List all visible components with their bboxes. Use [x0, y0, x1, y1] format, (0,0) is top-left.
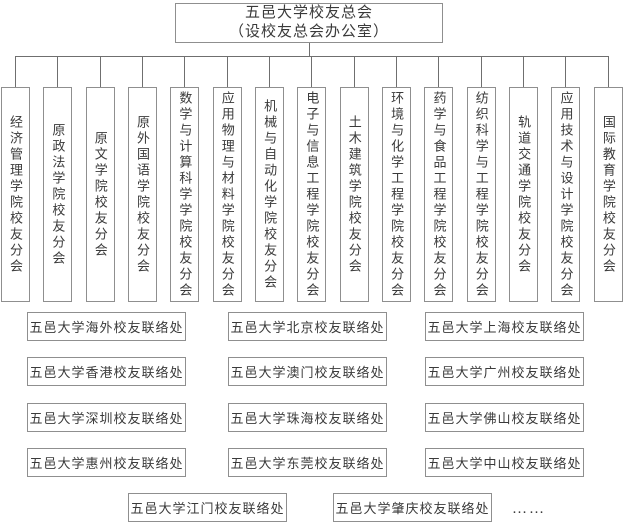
branch-box: 纺织科学与工程学院校友分会 — [466, 87, 496, 302]
root-node: 五邑大学校友总会 （设校友总会办公室） — [175, 3, 443, 43]
liaison-box: 五邑大学江门校友联络处 — [128, 493, 287, 522]
branch-label: 机械与自动化学院校友分会 — [262, 98, 278, 291]
branch-label: 经济管理学院校友分会 — [8, 114, 23, 275]
branch-label: 应用技术与设计学院校友分会 — [558, 90, 574, 299]
connector-stub — [353, 56, 355, 87]
liaison-label: 五邑大学东莞校友联络处 — [230, 456, 385, 471]
branch-node: 经济管理学院校友分会 — [1, 56, 30, 302]
liaison-label: 五邑大学香港校友联络处 — [29, 365, 184, 380]
liaison-label: 五邑大学佛山校友联络处 — [427, 411, 582, 426]
connector-stub — [311, 56, 313, 87]
branch-node: 原文学院校友分会 — [85, 56, 115, 302]
connector-stub — [57, 56, 59, 87]
liaison-box: 五邑大学海外校友联络处 — [27, 312, 186, 341]
branch-label: 纺织科学与工程学院校友分会 — [473, 90, 489, 299]
root-title-line2: （设校友总会办公室） — [228, 24, 389, 40]
liaison-box: 五邑大学东莞校友联络处 — [228, 448, 387, 477]
branch-node: 应用技术与设计学院校友分会 — [551, 56, 581, 302]
connector-stub — [184, 56, 186, 87]
branch-node: 电子与信息工程学院校友分会 — [297, 56, 327, 302]
branch-box: 土木建筑学院校友分会 — [339, 87, 369, 302]
branch-box: 原文学院校友分会 — [85, 87, 115, 302]
branch-box: 轨道交通学院校友分会 — [509, 87, 539, 302]
liaison-label: 五邑大学深圳校友联络处 — [29, 411, 184, 426]
branch-box: 应用物理与材料学院校友分会 — [212, 87, 242, 302]
connector-stub — [99, 56, 101, 87]
liaison-box: 五邑大学中山校友联络处 — [425, 448, 584, 477]
connector-stub — [523, 56, 525, 87]
branch-box: 原外国语学院校友分会 — [128, 87, 158, 302]
branch-label: 应用物理与材料学院校友分会 — [219, 90, 235, 299]
branch-label: 电子与信息工程学院校友分会 — [304, 90, 320, 299]
connector-root-drop — [309, 43, 310, 56]
connector-stub — [607, 56, 609, 87]
liaison-box: 五邑大学惠州校友联络处 — [27, 448, 186, 477]
connector-stub — [396, 56, 398, 87]
ellipsis-text: …… — [512, 501, 546, 517]
branch-label: 原外国语学院校友分会 — [135, 114, 151, 275]
branch-node: 原政法学院校友分会 — [43, 56, 73, 302]
branch-label: 土木建筑学院校友分会 — [346, 114, 362, 275]
liaison-box: 五邑大学深圳校友联络处 — [27, 403, 186, 432]
branch-label: 数学与计算科学学院校友分会 — [177, 90, 193, 299]
branch-box: 原政法学院校友分会 — [43, 87, 73, 302]
branch-row: 经济管理学院校友分会 原政法学院校友分会 原文学院校友分会 原外国语学院校友分会… — [1, 56, 623, 302]
liaison-label: 五邑大学中山校友联络处 — [427, 456, 582, 471]
liaison-label: 五邑大学惠州校友联络处 — [29, 456, 184, 471]
liaison-label: 五邑大学上海校友联络处 — [427, 320, 582, 335]
branch-box: 应用技术与设计学院校友分会 — [551, 87, 581, 302]
branch-node: 轨道交通学院校友分会 — [509, 56, 539, 302]
liaison-label: 五邑大学北京校友联络处 — [230, 320, 385, 335]
branch-node: 环境与化学工程学院校友分会 — [382, 56, 412, 302]
liaison-label: 五邑大学海外校友联络处 — [29, 320, 184, 335]
branch-node: 数学与计算科学学院校友分会 — [170, 56, 200, 302]
branch-label: 环境与化学工程学院校友分会 — [389, 90, 405, 299]
liaison-label: 五邑大学澳门校友联络处 — [230, 365, 385, 380]
branch-node: 国际教育学院校友分会 — [593, 56, 623, 302]
branch-label: 原政法学院校友分会 — [50, 122, 66, 267]
branch-label: 原文学院校友分会 — [92, 130, 108, 259]
liaison-box: 五邑大学肇庆校友联络处 — [333, 493, 492, 522]
branch-node: 机械与自动化学院校友分会 — [255, 56, 285, 302]
liaison-box: 五邑大学北京校友联络处 — [228, 312, 387, 341]
liaison-box: 五邑大学香港校友联络处 — [27, 357, 186, 386]
branch-box: 经济管理学院校友分会 — [1, 87, 30, 302]
branch-node: 药学与食品工程学院校友分会 — [424, 56, 454, 302]
connector-stub — [226, 56, 228, 87]
branch-node: 原外国语学院校友分会 — [128, 56, 158, 302]
branch-node: 土木建筑学院校友分会 — [339, 56, 369, 302]
connector-stub — [480, 56, 482, 87]
liaison-label: 五邑大学江门校友联络处 — [130, 501, 285, 516]
branch-box: 国际教育学院校友分会 — [593, 87, 623, 302]
connector-stub — [438, 56, 440, 87]
connector-stub — [15, 56, 16, 87]
liaison-box: 五邑大学上海校友联络处 — [425, 312, 584, 341]
branch-node: 纺织科学与工程学院校友分会 — [466, 56, 496, 302]
branch-label: 轨道交通学院校友分会 — [516, 114, 532, 275]
branch-node: 应用物理与材料学院校友分会 — [212, 56, 242, 302]
liaison-box: 五邑大学佛山校友联络处 — [425, 403, 584, 432]
liaison-box: 五邑大学珠海校友联络处 — [228, 403, 387, 432]
connector-stub — [269, 56, 271, 87]
liaison-label: 五邑大学肇庆校友联络处 — [335, 501, 490, 516]
branch-box: 数学与计算科学学院校友分会 — [170, 87, 200, 302]
liaison-box: 五邑大学广州校友联络处 — [425, 357, 584, 386]
liaison-label: 五邑大学广州校友联络处 — [427, 365, 582, 380]
liaison-label: 五邑大学珠海校友联络处 — [230, 411, 385, 426]
branch-label: 药学与食品工程学院校友分会 — [431, 90, 447, 299]
branch-label: 国际教育学院校友分会 — [600, 114, 616, 275]
branch-box: 电子与信息工程学院校友分会 — [297, 87, 327, 302]
root-title-line1: 五邑大学校友总会 — [244, 5, 373, 21]
branch-box: 环境与化学工程学院校友分会 — [382, 87, 412, 302]
connector-stub — [565, 56, 567, 87]
branch-box: 药学与食品工程学院校友分会 — [424, 87, 454, 302]
branch-box: 机械与自动化学院校友分会 — [255, 87, 285, 302]
connector-stub — [142, 56, 144, 87]
liaison-box: 五邑大学澳门校友联络处 — [228, 357, 387, 386]
